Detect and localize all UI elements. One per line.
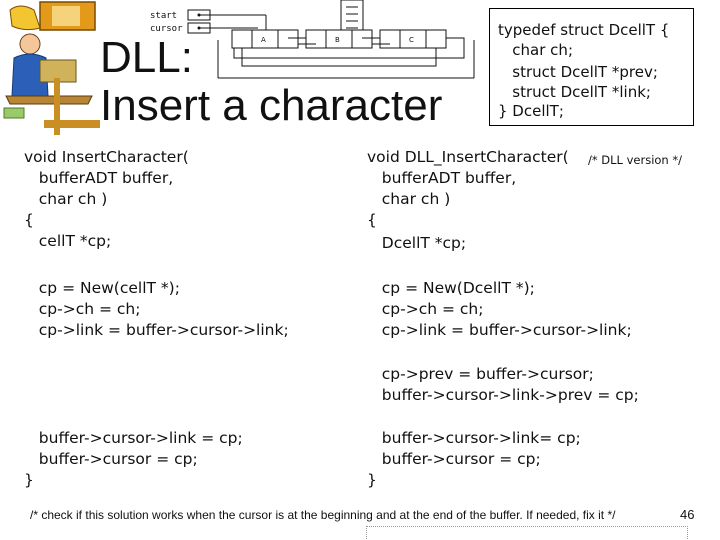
right-code-line: buffer->cursor->link= cp; [367,429,581,447]
left-code-line: cellT *cp; [24,232,112,250]
right-code-line: cp->link = buffer->cursor->link; [367,321,632,339]
right-code-closing-brace: } [367,471,377,489]
left-code-line: buffer->cursor->link = cp; [24,429,243,447]
diagram-start-label: start [150,11,177,21]
left-code-line: { [24,211,34,229]
typedef-line: struct DcellT *prev; [498,63,658,81]
right-code-signature: void DLL_InsertCharacter( [367,148,569,166]
right-code-line: cp->prev = buffer->cursor; [367,365,594,383]
right-code-signature-comment: /* DLL version */ [588,153,683,167]
right-code-line: char ch ) [367,190,451,208]
right-code-line: cp->ch = ch; [367,300,484,318]
typedef-line: struct DcellT *link; [498,83,651,101]
typedef-line: typedef struct DcellT { [498,21,670,39]
typedef-line: } DcellT; [498,102,564,120]
right-code-line: buffer->cursor->link->prev = cp; [367,386,639,404]
diagram-node-a-label: A [261,36,266,44]
footnote: /* check if this solution works when the… [30,508,616,522]
left-code-line: char ch ) [24,190,108,208]
right-code-line: buffer->cursor = cp; [367,450,541,468]
diagram-cursor-label: cursor [150,24,183,34]
diagram-node-b-label: B [335,36,340,44]
left-code-closing-brace: } [24,471,34,489]
right-code-line: { [367,211,377,229]
left-code-line: buffer->cursor = cp; [24,450,198,468]
slide-title-line-2: Insert a character [100,81,443,130]
left-code-line: bufferADT buffer, [24,169,174,187]
diagram-node-c-label: C [409,36,414,44]
clipart-person-icon [3,1,100,135]
left-code-line: cp->ch = ch; [24,300,141,318]
right-code-line: cp = New(DcellT *); [367,279,535,297]
left-code-line: cp->link = buffer->cursor->link; [24,321,289,339]
typedef-box: typedef struct DcellT { char ch; struct … [489,8,694,126]
bottom-divider [366,526,688,539]
dll-diagram: start cursor A B C [150,0,475,79]
page-number: 46 [680,507,695,522]
slide-title-line-1: DLL: [100,33,193,82]
left-code-line: cp = New(cellT *); [24,279,180,297]
left-code-line: void InsertCharacter( [24,148,189,166]
typedef-line: char ch; [498,41,573,59]
right-code-line: bufferADT buffer, [367,169,517,187]
right-code-line: DcellT *cp; [367,234,467,252]
